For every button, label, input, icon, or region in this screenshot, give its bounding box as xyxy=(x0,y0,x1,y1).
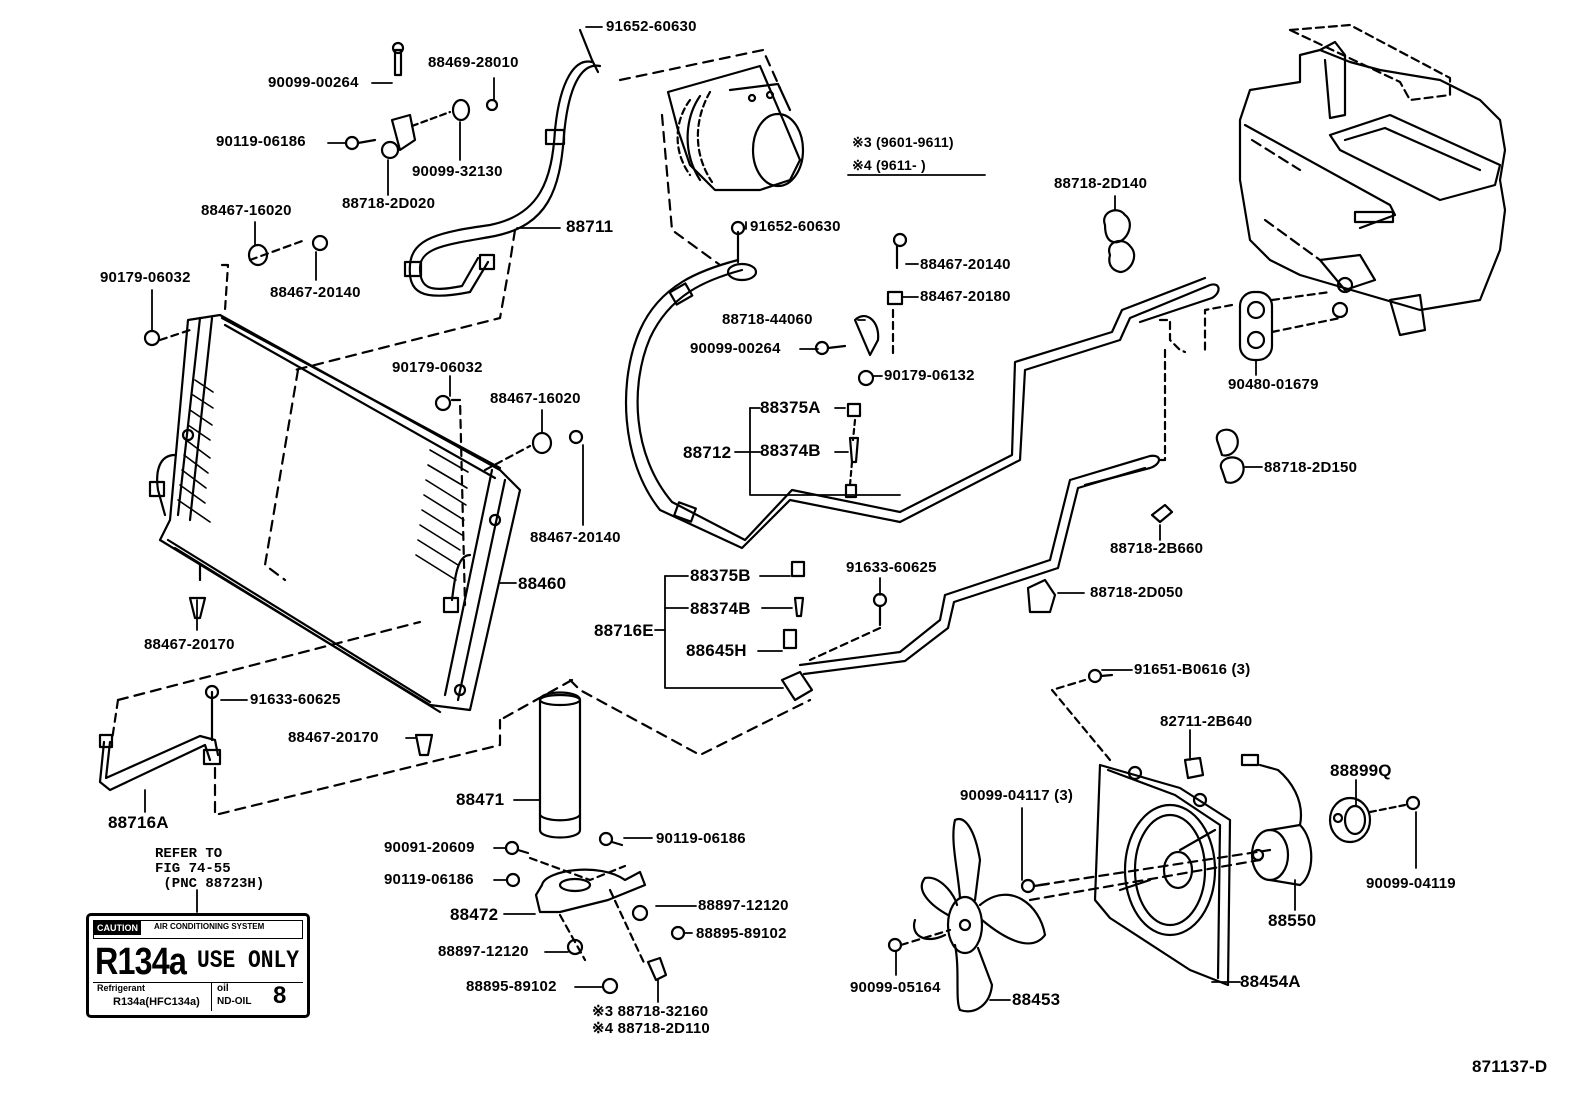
part-label[interactable]: 88712 xyxy=(683,443,732,462)
part-label[interactable]: 88467-16020 xyxy=(490,390,581,407)
part-label[interactable]: 88467-16020 xyxy=(201,202,292,219)
liquid-pipe-88716e[interactable] xyxy=(498,318,1187,757)
part-label[interactable]: 91652-60630 xyxy=(606,18,697,35)
part-label[interactable]: 90119-06186 xyxy=(216,133,306,150)
pipe-clamps xyxy=(1026,209,1245,614)
system-text: AIR CONDITIONING SYSTEM xyxy=(154,922,265,931)
part-label[interactable]: 88469-28010 xyxy=(428,54,519,71)
suction-pipe-88712[interactable] xyxy=(624,220,1220,550)
part-label[interactable]: 90179-06132 xyxy=(884,367,975,384)
refrigerant-caption: Refrigerant xyxy=(97,983,146,993)
fan-88453[interactable] xyxy=(887,817,1047,1013)
part-label[interactable]: 88718-2D150 xyxy=(1264,459,1358,476)
part-label[interactable]: 88716A xyxy=(108,813,169,832)
part-label[interactable]: 90099-00264 xyxy=(268,74,359,91)
caution-label[interactable]: CAUTION AIR CONDITIONING SYSTEM R134a US… xyxy=(86,913,310,1018)
part-label[interactable]: ※4 88718-2D110 xyxy=(592,1020,710,1037)
part-label[interactable]: 88718-2D020 xyxy=(342,195,436,212)
part-label[interactable]: 91651-B0616 (3) xyxy=(1134,661,1251,678)
part-label[interactable]: 90099-04117 (3) xyxy=(960,787,1074,804)
motor-retainer-88899q[interactable] xyxy=(1328,795,1421,844)
part-label[interactable]: 88467-20180 xyxy=(920,288,1011,305)
oil-number: 8 xyxy=(273,982,287,1009)
part-label[interactable]: 88467-20140 xyxy=(530,529,621,546)
part-label[interactable]: 88467-20170 xyxy=(144,636,235,653)
part-label[interactable]: 90119-06186 xyxy=(384,871,474,888)
part-label[interactable]: 88718-2D050 xyxy=(1090,584,1184,601)
part-label[interactable]: 88472 xyxy=(450,905,499,924)
part-label[interactable]: 88453 xyxy=(1012,990,1061,1009)
reference-note-line1: REFER TO xyxy=(155,846,223,862)
reference-note-line3: (PNC 88723H) xyxy=(155,876,265,892)
part-label[interactable]: 88375A xyxy=(760,398,821,417)
leader-lines xyxy=(144,26,1417,1003)
condenser-hardware xyxy=(143,234,584,757)
refrigerant-value: R134a(HFC134a) xyxy=(113,996,200,1008)
seal-plate[interactable] xyxy=(1203,290,1342,362)
oil-value: ND-OIL xyxy=(217,996,252,1007)
part-label[interactable]: 90179-06032 xyxy=(392,359,483,376)
caution-header: CAUTION AIR CONDITIONING SYSTEM xyxy=(93,920,303,939)
part-label[interactable]: 88899Q xyxy=(1330,761,1392,780)
oil-caption: oil xyxy=(217,983,229,994)
caution-footer: Refrigerant R134a(HFC134a) oil ND-OIL 8 xyxy=(93,982,303,1011)
part-label[interactable]: 88711 xyxy=(566,217,614,236)
part-label[interactable]: 91652-60630 xyxy=(750,218,841,235)
part-label[interactable]: 88374B xyxy=(690,599,751,618)
part-label[interactable]: 88718-2D140 xyxy=(1054,175,1148,192)
part-label[interactable]: 88467-20140 xyxy=(270,284,361,301)
part-label[interactable]: 91633-60625 xyxy=(250,691,341,708)
part-label[interactable]: 88460 xyxy=(518,574,567,593)
part-label[interactable]: 88645H xyxy=(686,641,747,660)
part-label[interactable]: 88374B xyxy=(760,441,821,460)
part-label[interactable]: 90099-04119 xyxy=(1366,875,1456,892)
figure-code: 871137-D xyxy=(1472,1057,1548,1076)
footer-divider xyxy=(211,983,212,1011)
part-label[interactable]: 90119-06186 xyxy=(656,830,746,847)
fittings-center xyxy=(782,232,908,662)
part-label[interactable]: 88467-20140 xyxy=(920,256,1011,273)
receiver-dryer[interactable] xyxy=(538,691,582,839)
refrigerant-type: R134a xyxy=(95,941,187,983)
part-label[interactable]: 90480-01679 xyxy=(1228,376,1319,393)
part-label[interactable]: 90179-06032 xyxy=(100,269,191,286)
discharge-hose[interactable] xyxy=(293,28,602,372)
part-label[interactable]: 90091-20609 xyxy=(384,839,475,856)
compressor-assembly[interactable] xyxy=(618,48,805,267)
caution-badge: CAUTION xyxy=(94,921,141,935)
cooling-unit-assembly[interactable] xyxy=(1238,23,1507,337)
receiver-bracket[interactable] xyxy=(504,831,686,995)
shroud-hardware xyxy=(1020,668,1205,894)
use-only-text: USE ONLY xyxy=(197,946,300,975)
part-label[interactable]: 90099-00264 xyxy=(690,340,781,357)
part-label[interactable]: 88718-2B660 xyxy=(1110,540,1204,557)
part-label[interactable]: 82711-2B640 xyxy=(1160,713,1253,730)
part-label[interactable]: 91633-60625 xyxy=(846,559,937,576)
part-label[interactable]: 88897-12120 xyxy=(438,943,529,960)
part-label[interactable]: 88716E xyxy=(594,621,654,640)
part-label[interactable]: 88375B xyxy=(690,566,751,585)
part-label[interactable]: 90099-32130 xyxy=(412,163,503,180)
fan-shroud-88454a[interactable] xyxy=(1028,678,1272,987)
part-label[interactable]: ※3 88718-32160 xyxy=(592,1003,709,1020)
part-label[interactable]: 90099-05164 xyxy=(850,979,941,996)
pipe-88716a[interactable] xyxy=(98,620,502,817)
legend-note-3: ※3 (9601-9611) xyxy=(852,134,954,150)
part-label[interactable]: 88895-89102 xyxy=(466,978,557,995)
legend-note-4: ※4 (9611- ) xyxy=(852,157,926,173)
part-label[interactable]: 88718-44060 xyxy=(722,311,813,328)
part-label[interactable]: 88467-20170 xyxy=(288,729,379,746)
part-label[interactable]: 88897-12120 xyxy=(698,897,789,914)
refrigerant-main: R134a USE ONLY xyxy=(95,940,299,984)
reference-note-line2: FIG 74-55 xyxy=(155,861,231,877)
part-label[interactable]: 88471 xyxy=(456,790,505,809)
part-label[interactable]: 88550 xyxy=(1268,911,1317,930)
condenser-assembly[interactable] xyxy=(148,238,532,714)
part-label[interactable]: 88454A xyxy=(1240,972,1301,991)
part-label[interactable]: 88895-89102 xyxy=(696,925,787,942)
fan-motor-88550[interactable] xyxy=(1240,753,1313,887)
bracket-top-left[interactable] xyxy=(344,41,499,160)
